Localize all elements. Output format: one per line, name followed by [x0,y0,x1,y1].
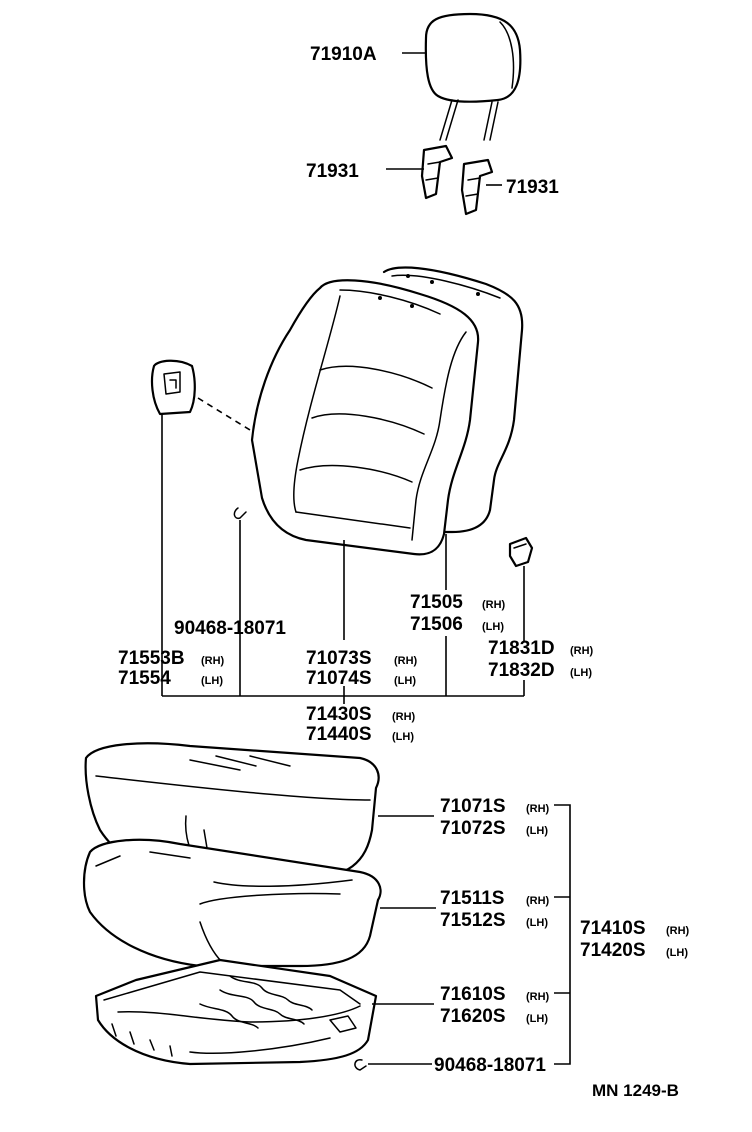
label-spring-lh: 71620S [440,1006,506,1027]
cushion-pad-drawing [82,838,382,968]
label-knob-rh-side: (RH) [570,645,594,657]
seat-back-drawing [250,266,524,556]
cushion-clip-drawing [354,1059,367,1071]
label-knob-rh: 71831D [488,638,555,659]
label-back-cover-rh-side: (RH) [394,655,418,667]
headrest-guide-right-drawing [460,158,494,216]
label-back-assy-rh-side: (RH) [392,711,416,723]
label-clip-back: 90468-18071 [174,618,286,639]
label-cushion-cover-rh: 71071S [440,796,506,817]
label-headrest-guide-left: 71931 [306,161,359,182]
label-cushion-assy-lh-side: (LH) [666,947,688,959]
headrest-guide-left-drawing [420,144,454,200]
label-cushion-assy-lh: 71420S [580,940,646,961]
label-cushion-assy-rh: 71410S [580,918,646,939]
label-hinge-cover-lh-side: (LH) [201,675,223,687]
label-back-pad-lh-side: (LH) [482,621,504,633]
label-hinge-cover-lh: 71554 [118,668,171,689]
label-back-cover-lh-side: (LH) [394,675,416,687]
label-cushion-pad-rh-side: (RH) [526,895,550,907]
label-hinge-cover-rh-side: (RH) [201,655,225,667]
label-cushion-pad-rh: 71511S [440,888,504,909]
label-spring-lh-side: (LH) [526,1013,548,1025]
label-headrest-guide-right: 71931 [506,177,559,198]
diagram-reference: MN 1249-B [592,1081,679,1100]
label-knob-lh-side: (LH) [570,667,592,679]
headrest-drawing [424,12,522,141]
label-cushion-cover-lh-side: (LH) [526,825,548,837]
label-back-cover-rh: 71073S [306,648,372,669]
label-back-assy-rh: 71430S [306,704,372,725]
label-hinge-cover-rh: 71553B [118,648,185,669]
label-cushion-pad-lh: 71512S [440,910,506,931]
back-clip-drawing [233,507,247,520]
label-back-pad-rh: 71505 [410,592,463,613]
label-headrest: 71910A [310,44,377,65]
label-clip-cushion: 90468-18071 [434,1055,546,1076]
leader-lines [161,52,571,1065]
label-back-assy-lh-side: (LH) [392,731,414,743]
label-back-cover-lh: 71074S [306,668,372,689]
label-back-assy-lh: 71440S [306,724,372,745]
label-cushion-cover-lh: 71072S [440,818,506,839]
label-cushion-cover-rh-side: (RH) [526,803,550,815]
label-spring-rh-side: (RH) [526,991,550,1003]
recliner-knob-drawing [508,536,534,568]
label-cushion-pad-lh-side: (LH) [526,917,548,929]
label-back-pad-rh-side: (RH) [482,599,506,611]
label-back-pad-lh: 71506 [410,614,463,635]
label-knob-lh: 71832D [488,660,555,681]
cushion-spring-frame-drawing [94,958,378,1066]
hinge-cover-drawing [150,359,196,416]
label-cushion-assy-rh-side: (RH) [666,925,690,937]
label-spring-rh: 71610S [440,984,506,1005]
hinge-cover-dashed-leader [197,397,251,431]
